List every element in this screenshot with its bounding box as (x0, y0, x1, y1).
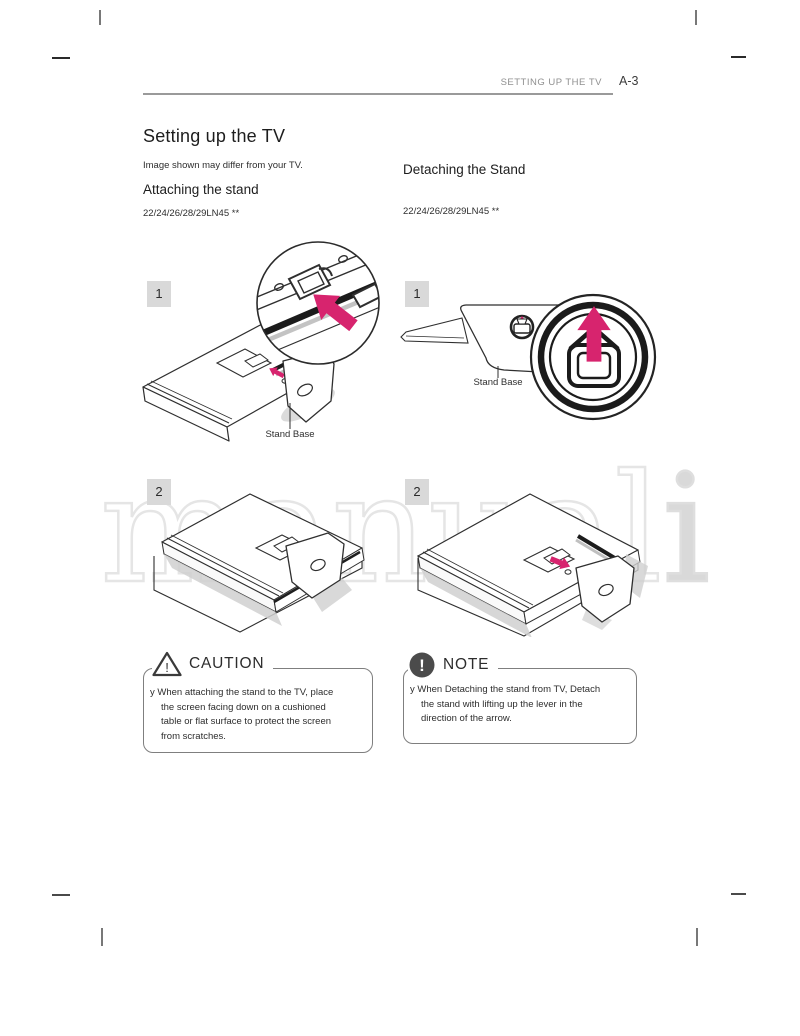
detach-step2-illustration (417, 493, 648, 637)
header-page-number: A-3 (619, 74, 639, 88)
note-text: y When Detaching the stand from TV, Deta… (410, 683, 632, 727)
tv-shadow (420, 568, 532, 637)
caution-line: table or flat surface to protect the scr… (161, 716, 332, 728)
detach-step1-illustration (400, 293, 657, 421)
magnifier-callout (256, 241, 380, 365)
attach-heading: Attaching the stand (143, 182, 259, 197)
note-line: y When Detaching the stand from TV, Deta… (410, 684, 601, 695)
tv-shadow (164, 554, 282, 626)
detach-model-list: 22/24/26/28/29LN45 ** (403, 206, 500, 217)
detach-heading: Detaching the Stand (403, 162, 526, 177)
caution-box: y When attaching the stand to the TV, pl… (143, 668, 373, 753)
crop-mark-bottom-left-v (101, 928, 103, 946)
page-title: Setting up the TV (143, 126, 286, 146)
caution-text: y When attaching the stand to the TV, pl… (150, 686, 368, 744)
stand-neck (400, 317, 469, 344)
crop-mark-bottom-right-v (696, 928, 698, 946)
caution-line: y When attaching the stand to the TV, pl… (150, 687, 334, 698)
caution-line: the screen facing down on a cushioned (161, 701, 326, 713)
note-box: y When Detaching the stand from TV, Deta… (403, 668, 637, 744)
caution-heading: ! CAUTION (152, 650, 274, 678)
stand-shadow (312, 578, 352, 612)
exclamation-glyph: ! (165, 660, 169, 675)
caution-title: CAUTION (189, 655, 265, 672)
crop-mark-top-right-v (695, 10, 697, 25)
image-differ-note: Image shown may differ from your TV. (143, 160, 303, 171)
exclamation-circle-icon: ! (409, 652, 435, 678)
header-section-label: SETTING UP THE TV (500, 77, 602, 88)
note-line: direction of the arrow. (421, 713, 512, 725)
warning-triangle-icon: ! (152, 651, 182, 677)
crop-mark-top-right-h (731, 56, 746, 58)
header-rule (143, 93, 613, 95)
attach-step1-badge: 1 (147, 281, 171, 307)
note-heading: ! NOTE (408, 651, 499, 679)
exclamation-glyph: ! (419, 656, 425, 675)
detach-step1-badge: 1 (405, 281, 429, 307)
crop-mark-bottom-right-h (731, 893, 746, 895)
attach-step2-illustration (153, 493, 365, 633)
crop-mark-bottom-left-h (52, 894, 70, 896)
attach-step2-badge: 2 (147, 479, 171, 505)
attach-step1-illustration (142, 241, 380, 442)
note-line: the stand with lifting up the lever in t… (421, 698, 583, 710)
detach-stand-base-label: Stand Base (473, 377, 523, 388)
watermark-solid-text: i (661, 443, 711, 617)
crop-mark-top-left-v (99, 10, 101, 25)
detach-step2-badge: 2 (405, 479, 429, 505)
crop-mark-top-left-h (52, 57, 70, 59)
attach-model-list: 22/24/26/28/29LN45 ** (143, 208, 240, 219)
note-title: NOTE (443, 656, 490, 673)
attach-stand-base-label: Stand Base (265, 429, 315, 440)
caution-line: from scratches. (161, 730, 226, 742)
